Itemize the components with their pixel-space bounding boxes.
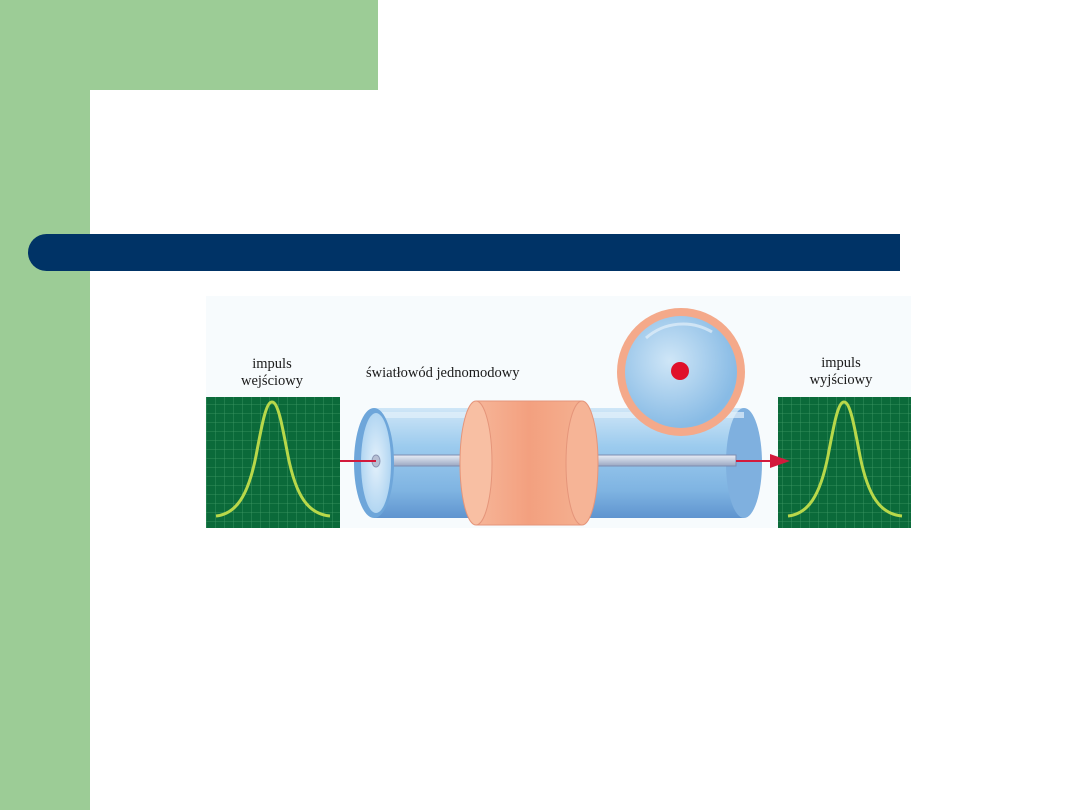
core-dot [671,362,689,380]
title-bar [28,234,900,271]
sidebar-accent [0,0,90,810]
output-label-line2: wyjściowy [809,372,873,388]
fiber-diagram [206,296,911,528]
cladding-sleeve [459,400,599,526]
output-signal-arrow [736,454,790,468]
output-pulse-scope [778,397,911,528]
top-accent [0,0,378,90]
output-label-line1: impuls [821,355,861,371]
fiber-label: światłowód jednomodowy [366,365,520,381]
content-corner [90,90,150,150]
fiber-cross-section [617,308,745,436]
input-label-line1: impuls [252,356,292,372]
single-mode-fiber-figure: impuls wejściowy światłowód jednomodowy … [206,296,911,528]
fiber-entrance-face [354,408,394,518]
input-pulse-curve [215,400,331,518]
input-label-line2: wejściowy [240,373,303,389]
input-pulse-scope [206,397,340,528]
output-pulse-curve [787,400,903,518]
